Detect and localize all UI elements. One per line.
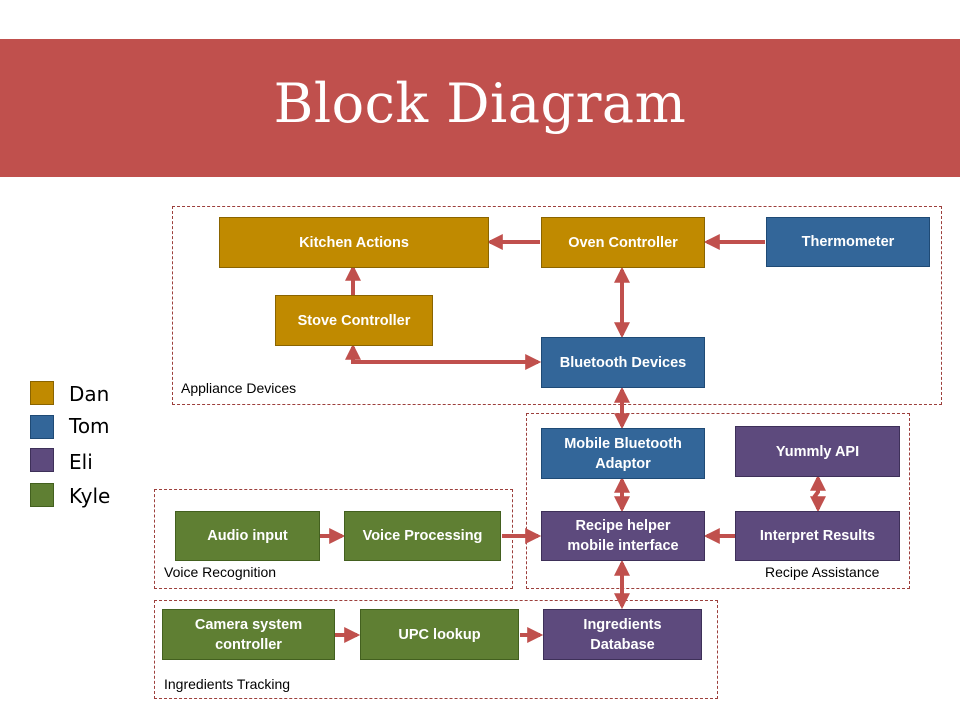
title-banner [0,39,960,177]
mobile-bluetooth-adaptor-block: Mobile Bluetooth Adaptor [541,428,705,479]
ingredients-database-block: Ingredients Database [543,609,702,660]
oven-controller-block: Oven Controller [541,217,705,268]
group-label-recipe: Recipe Assistance [765,564,880,580]
arrow-yummly-interpret [810,474,826,513]
group-label-ingredients: Ingredients Tracking [164,676,291,692]
kitchen-actions-block: Kitchen Actions [219,217,489,268]
arrow-stove-bluetooth [345,343,542,370]
group-label-voice: Voice Recognition [164,564,277,580]
legend-label-tom: Tom [69,414,110,438]
audio-input-block: Audio input [175,511,320,561]
group-label-appliance: Appliance Devices [181,380,297,396]
bluetooth-devices-block: Bluetooth Devices [541,337,705,388]
legend-swatch-eli [30,448,54,472]
thermometer-block: Thermometer [766,217,930,267]
group-voice-recognition [154,489,513,589]
interpret-results-block: Interpret Results [735,511,900,561]
group-appliance-devices [172,206,942,405]
group-ingredients-tracking [154,600,718,699]
yummly-api-block: Yummly API [735,426,900,477]
voice-processing-block: Voice Processing [344,511,501,561]
camera-controller-block: Camera system controller [162,609,335,660]
legend-label-dan: Dan [69,382,110,406]
group-recipe-assistance [526,413,910,589]
legend-swatch-tom [30,415,54,439]
recipe-helper-block: Recipe helper mobile interface [541,511,705,561]
stove-controller-block: Stove Controller [275,295,433,346]
legend-swatch-dan [30,381,54,405]
page-title: Block Diagram [273,72,687,135]
legend-label-eli: Eli [69,450,93,474]
legend-label-kyle: Kyle [69,484,111,508]
legend-swatch-kyle [30,483,54,507]
upc-lookup-block: UPC lookup [360,609,519,660]
